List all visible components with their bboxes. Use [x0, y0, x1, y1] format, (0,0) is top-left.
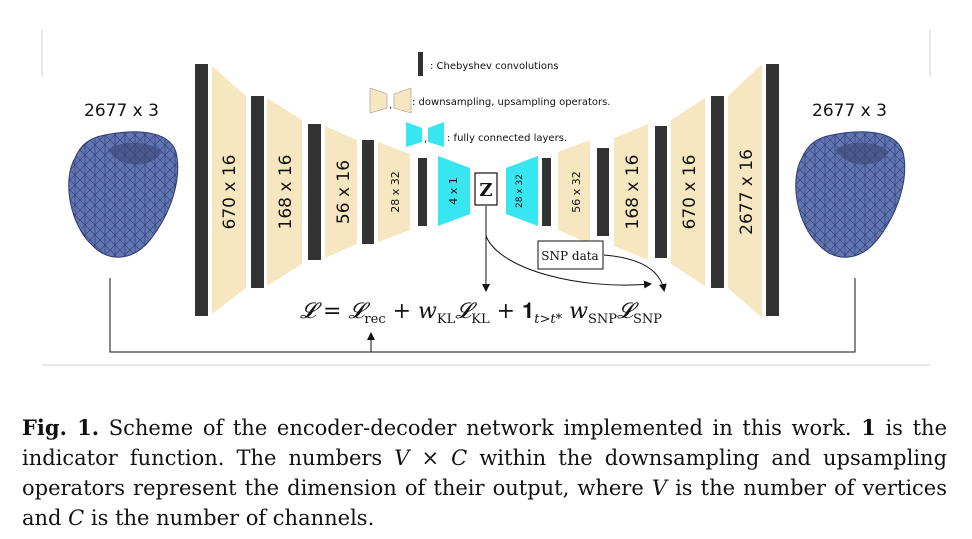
upsampling-op	[558, 140, 590, 244]
dim-label: 28 x 32	[515, 174, 525, 208]
legend-fc-icon-a	[406, 122, 422, 147]
dim-label: 670 x 16	[680, 155, 700, 230]
legend-fc-label: : fully connected layers.	[447, 133, 567, 144]
dim-label: 2677 x 16	[737, 149, 757, 235]
input-heart-mesh	[68, 131, 179, 258]
caption-text: Scheme of the encoder-decoder network im…	[99, 416, 862, 440]
dim-label: 56 x 16	[334, 160, 354, 224]
decoder: 28 x 32 56 x 32 168 x 16 670 x 16 2677 x…	[506, 64, 779, 318]
dim-label: 670 x 16	[220, 155, 240, 230]
dim-label: 4 x 1	[447, 177, 460, 205]
upsampling-op	[614, 124, 648, 260]
cheb-conv-bar	[308, 124, 321, 260]
dim-label: 56 x 32	[570, 171, 583, 213]
input-dim-label: 2677 x 3	[84, 101, 159, 121]
upsampling-op	[728, 64, 762, 318]
dim-label: 168 x 16	[276, 155, 296, 230]
cheb-conv-bar	[251, 96, 264, 288]
cheb-conv-bar	[542, 158, 551, 226]
upsampling-op	[671, 98, 705, 286]
caption-text: is the number of channels.	[84, 506, 375, 530]
caption-var: C	[451, 446, 468, 470]
latent-node: Z	[474, 172, 498, 206]
caption-var: V	[651, 476, 668, 500]
network-diagram: 2677 x 3 2677 x 3 670 x 16 168 x 16 56 x…	[41, 30, 931, 366]
output-heart-mesh	[795, 131, 906, 258]
downsampling-op	[325, 126, 357, 258]
cheb-conv-bar	[766, 64, 779, 316]
legend-fc-icon-b	[428, 122, 444, 147]
cheb-conv-bar	[195, 64, 208, 316]
downsampling-op	[267, 98, 302, 286]
legend-comma: ,	[424, 134, 427, 145]
legend-downsampling-icon	[369, 87, 388, 114]
dim-label: 28 x 32	[389, 171, 402, 213]
figure-label: Fig. 1.	[22, 415, 100, 440]
legend-sampling-label: : downsampling, upsampling operators.	[412, 97, 611, 108]
loss-formula: 𝓛 = 𝓛rec + wKL𝓛KL + 𝟏t>t* wSNP𝓛SNP	[300, 299, 662, 327]
caption-text: is the number of vertices and	[22, 476, 948, 530]
snp-node: SNP data	[537, 240, 604, 270]
connectors	[109, 206, 856, 353]
legend: : Chebyshev convolutions , : downsamplin…	[369, 52, 611, 147]
caption-var: C	[68, 506, 85, 530]
caption-text: ×	[409, 446, 452, 470]
output-dim-label: 2677 x 3	[812, 101, 887, 121]
cheb-conv-bar	[711, 96, 724, 288]
latent-to-snp-curve	[485, 235, 652, 289]
cheb-conv-bar	[597, 148, 609, 236]
fully-connected-layer	[438, 156, 470, 226]
cheb-conv-bar	[655, 126, 667, 258]
legend-comma: ,	[389, 100, 392, 111]
reconstruction-loop	[109, 278, 856, 353]
cheb-conv-bar	[418, 158, 427, 226]
legend-upsampling-icon	[393, 87, 412, 114]
snp-to-loss-curve	[603, 254, 667, 292]
downsampling-op	[378, 142, 410, 242]
caption-var: V	[394, 446, 410, 470]
legend-cheb-label: : Chebyshev convolutions	[430, 61, 559, 72]
fully-connected-layer	[506, 156, 538, 226]
cheb-conv-bar	[362, 140, 374, 244]
dim-label: 168 x 16	[623, 155, 643, 230]
encoder: 670 x 16 168 x 16 56 x 16 28 x 32 4 x 1	[195, 64, 470, 316]
legend-cheb-icon	[418, 52, 423, 76]
downsampling-op	[212, 66, 246, 314]
frame	[41, 30, 931, 366]
caption-indicator: 1	[861, 415, 876, 440]
snp-label: SNP data	[541, 249, 598, 263]
latent-label: Z	[479, 180, 492, 201]
figure-caption: Fig. 1. Scheme of the encoder-decoder ne…	[22, 413, 947, 533]
caption-text: is the indicator function. The numbers	[22, 416, 947, 470]
caption-text: within the downsampling and upsampling o…	[22, 446, 948, 500]
